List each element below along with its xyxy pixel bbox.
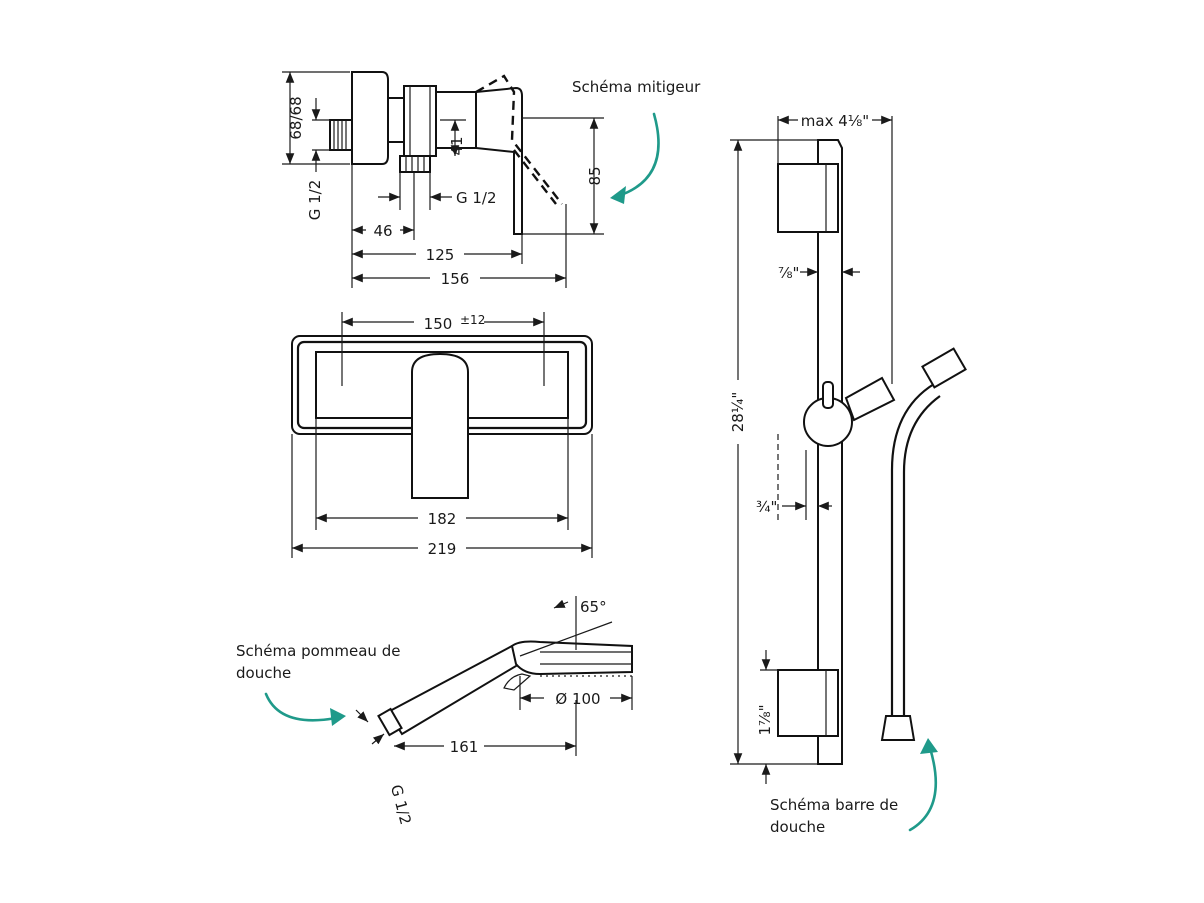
mixer-connector [329,119,353,151]
mixer-dim-46: 46 [373,222,392,240]
captions: Schéma mitigeur Schéma pommeau de douche… [236,78,938,836]
arrow-shower-head [264,692,338,722]
caption-shower-bar-line1: Schéma barre de [770,796,898,814]
shower-bar-height: 28¼" [729,392,747,433]
shower-head-diameter: Ø 100 [555,690,600,708]
shower-bar-width: ⅞" [778,264,799,282]
mixer-front-lever [411,352,469,499]
shower-head-length: 161 [450,738,479,756]
shower-head-handle [386,644,528,736]
mixer-nut [387,97,405,143]
shower-bar-offset: ¾" [756,498,777,516]
mixer-handle [475,86,523,235]
mixer-body [403,85,437,157]
shower-head-thread [377,707,403,737]
mixer-dim-41: 41 [448,136,466,155]
caption-shower-head-line1: Schéma pommeau de [236,642,400,660]
mixer-dim-219: 219 [428,540,457,558]
mixer-dim-g-left: G 1/2 [306,180,324,221]
shower-head-angle: 65° [580,598,607,616]
mixer-outlet [399,155,431,173]
mixer-dim-182: 182 [428,510,457,528]
mixer-front-view: 150 ±12 182 219 [291,311,593,560]
mixer-dim-68: 68/68 [287,96,305,139]
arrow-mixer [616,112,660,198]
mixer-side-view: 68/68 G 1/2 41 85 G 1/2 46 12 [282,71,604,288]
mixer-dim-g-right: G 1/2 [456,189,497,207]
shower-head-thread-dim: G 1/2 [387,783,415,827]
mixer-wall-plate [351,71,389,165]
caption-shower-head-line2: douche [236,664,291,682]
shower-bar-bottom-dim: 1⅞" [756,705,774,736]
shower-bar-max-width: max 4⅛" [801,112,869,130]
shower-bar-holder [844,376,896,422]
shower-hose [880,347,967,741]
caption-mixer: Schéma mitigeur [572,78,701,96]
shower-bar-bottom-bracket [777,669,839,737]
shower-head-view: 65° Ø 100 161 G 1/2 [355,596,633,827]
mixer-dim-150: 150 [424,315,453,333]
shower-head-face [510,640,633,676]
shower-bar-rail [817,139,843,765]
mixer-dim-85: 85 [586,166,604,185]
caption-shower-bar-line2: douche [770,818,825,836]
mixer-dim-125: 125 [426,246,455,264]
arrow-shower-bar [908,746,938,832]
mixer-handle-swing [475,74,563,205]
mixer-dim-150-tolerance: ±12 [460,313,485,327]
shower-bar-top-bracket [777,163,839,233]
shower-bar-view: max 4⅛" ⅞" 28¼" ¾" 1⅞" [728,110,967,784]
mixer-dim-156: 156 [441,270,470,288]
